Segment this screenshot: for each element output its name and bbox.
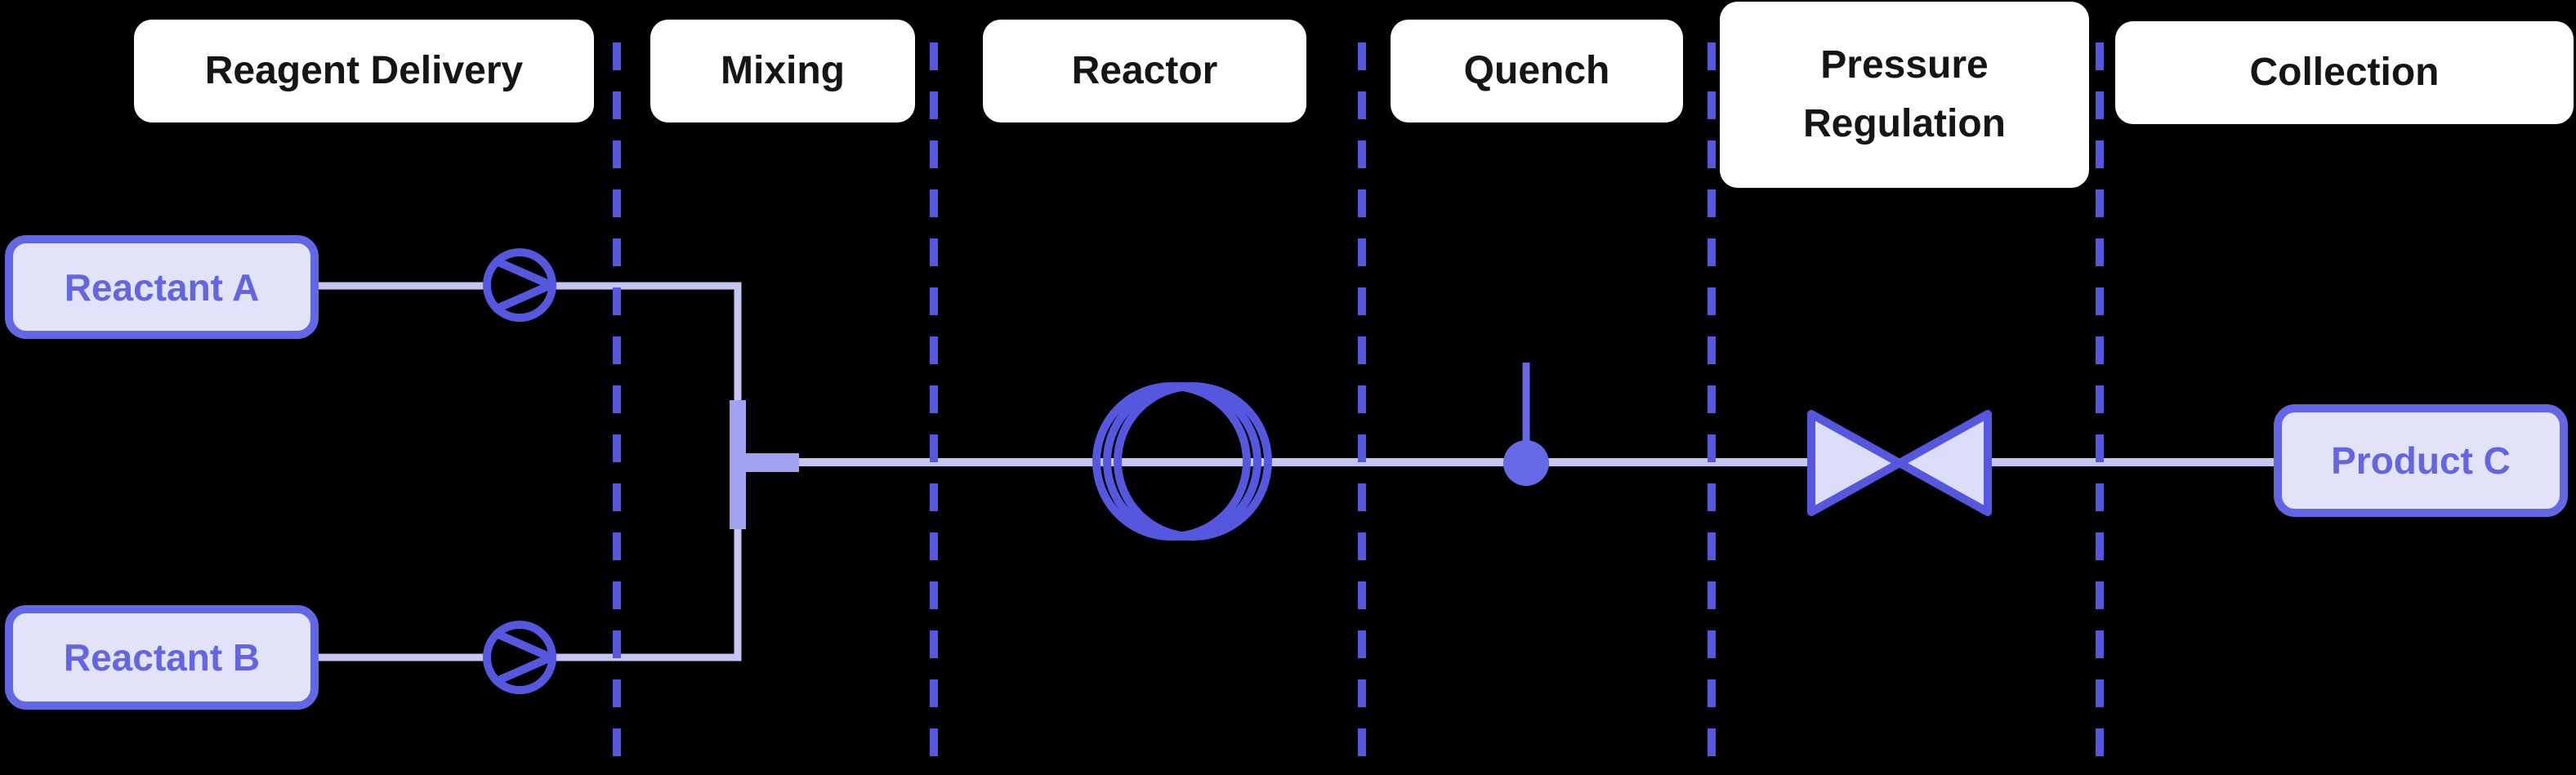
node-reactant-b: Reactant B bbox=[5, 605, 319, 710]
coil-reactor-icon bbox=[1092, 382, 1272, 541]
reactant-a-feed-line bbox=[319, 282, 742, 402]
quench-injection-icon bbox=[1503, 363, 1549, 486]
stage-label-collection: Collection bbox=[2115, 21, 2574, 124]
pump-b-icon bbox=[483, 621, 556, 694]
node-reactant-a: Reactant A bbox=[5, 235, 319, 339]
stage-label-pressure-regulation: Pressure Regulation bbox=[1720, 2, 2089, 188]
stage-label-reagent-delivery: Reagent Delivery bbox=[134, 20, 594, 122]
node-product-c: Product C bbox=[2274, 404, 2568, 517]
reactant-b-feed-line bbox=[319, 529, 742, 661]
stage-label-reactor: Reactor bbox=[983, 20, 1306, 122]
pump-a-icon bbox=[483, 248, 556, 322]
stage-label-quench: Quench bbox=[1391, 20, 1683, 122]
tee-mixer-icon bbox=[730, 400, 799, 529]
back-pressure-valve-icon bbox=[1807, 410, 1992, 516]
stage-label-mixing: Mixing bbox=[650, 20, 915, 122]
